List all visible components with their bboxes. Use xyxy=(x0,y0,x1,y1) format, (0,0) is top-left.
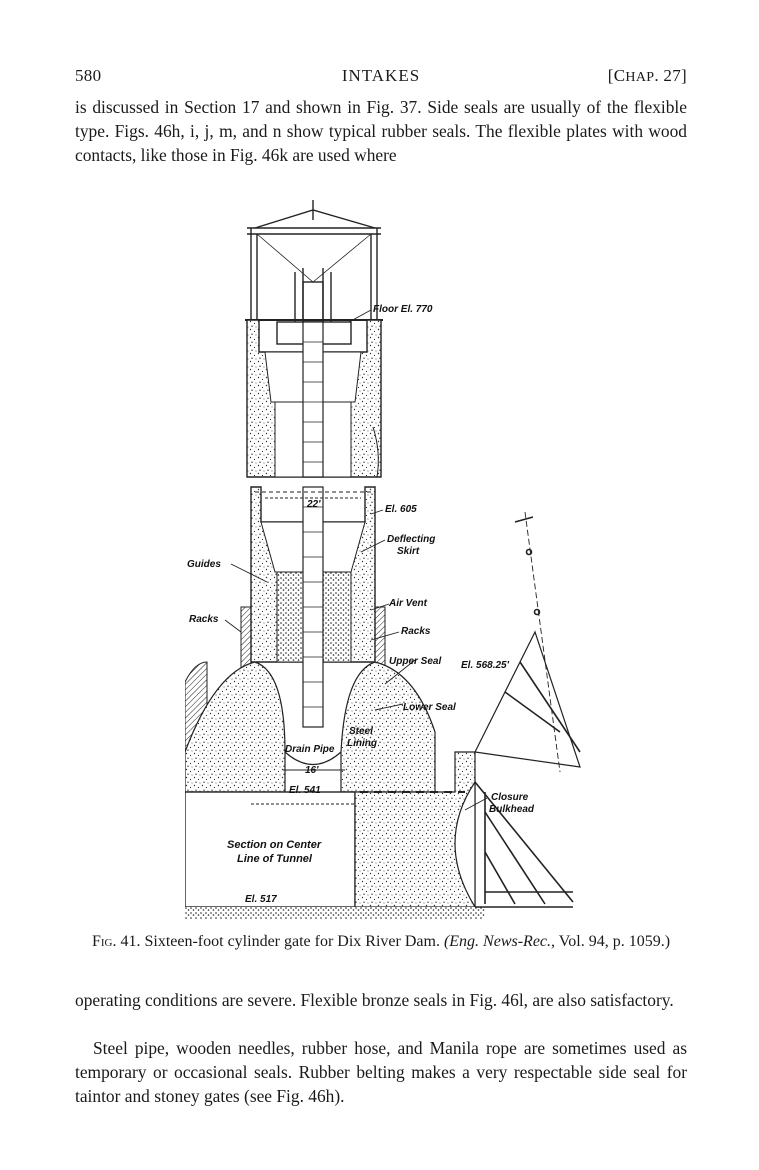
leader-lines xyxy=(224,309,488,811)
label-floor-el: Floor El. 770 xyxy=(373,304,433,315)
lower-tower xyxy=(240,486,386,728)
running-title: INTAKES xyxy=(341,66,421,85)
label-upper-seal: Upper Seal xyxy=(389,656,441,667)
label-closure: Closure xyxy=(491,792,529,803)
body-paragraph-1: is discussed in Section 17 and shown in … xyxy=(75,97,687,165)
label-dim-16: 16' xyxy=(305,765,319,776)
figure-caption: Fig. 41. Sixteen-foot cylinder gate for … xyxy=(75,931,687,952)
label-dim-22: 22' xyxy=(306,499,321,510)
label-air-vent: Air Vent xyxy=(388,598,428,609)
label-drain-pipe: Drain Pipe xyxy=(285,744,335,755)
page-number: 580 xyxy=(75,66,102,85)
label-el-541: El. 541 xyxy=(289,785,321,796)
label-section-1: Section on Center xyxy=(227,839,322,851)
label-skirt: Skirt xyxy=(397,546,420,557)
label-racks-left: Racks xyxy=(189,614,219,625)
label-el-568: El. 568.25' xyxy=(461,660,510,671)
body-paragraph-2: operating conditions are severe. Flexibl… xyxy=(75,990,674,1010)
label-guides: Guides xyxy=(187,559,221,570)
label-steel: Steel xyxy=(349,726,373,737)
caption-fig-label: Fig. 41. xyxy=(91,933,141,950)
dimension-lines xyxy=(251,497,361,805)
gate-house xyxy=(245,200,383,345)
chapter-label: [CHAP. 27] xyxy=(607,66,687,85)
running-header: 580 INTAKES [CHAP. 27] xyxy=(75,66,687,90)
label-deflecting: Deflecting xyxy=(387,534,435,545)
foundation-rock xyxy=(184,661,485,919)
label-lining: Lining xyxy=(347,738,377,749)
body-paragraph-3: Steel pipe, wooden needles, rubber hose,… xyxy=(75,1038,687,1106)
caption-source: (Eng. News-Rec., xyxy=(443,933,556,950)
caption-source-tail: Vol. 94, p. 1059.) xyxy=(558,933,671,950)
label-racks-right: Racks xyxy=(401,626,431,637)
gate-section-drawing: Floor El. 770 El. 605 22' Deflecting Ski… xyxy=(184,200,581,919)
label-el-517: El. 517 xyxy=(245,894,277,905)
closure-bulkhead xyxy=(474,511,581,908)
label-el-605: El. 605 xyxy=(385,504,417,515)
figure-cylinder-gate: Floor El. 770 El. 605 22' Deflecting Ski… xyxy=(184,192,585,922)
caption-text: Sixteen-foot cylinder gate for Dix River… xyxy=(144,933,440,950)
upper-tower xyxy=(246,319,382,478)
label-section-2: Line of Tunnel xyxy=(237,853,313,865)
label-bulkhead: Bulkhead xyxy=(489,804,535,815)
label-lower-seal: Lower Seal xyxy=(403,702,456,713)
